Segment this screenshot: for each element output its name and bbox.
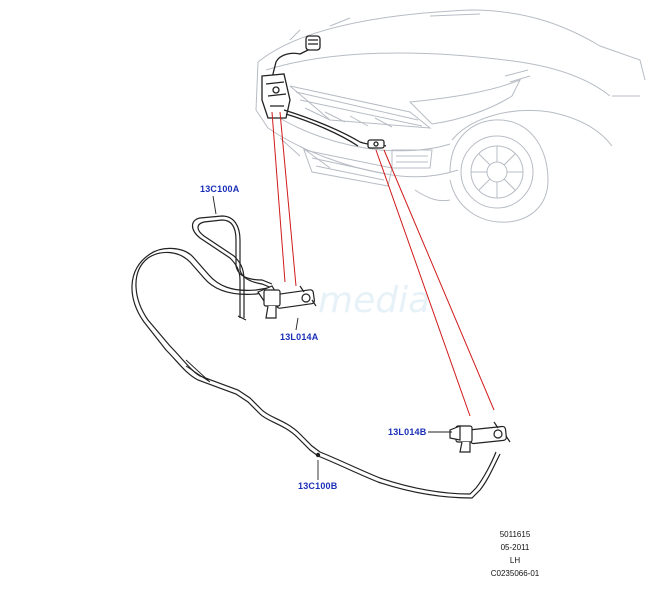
footer-line-1: 5011615 bbox=[499, 530, 531, 539]
footer-line-4: C0235066-01 bbox=[490, 569, 540, 578]
callout-ticks bbox=[212, 195, 452, 480]
callout-13C100B[interactable]: 13C100B bbox=[298, 481, 338, 491]
footer-line-2: 05-2011 bbox=[500, 543, 530, 552]
hose-13C100B bbox=[131, 247, 501, 499]
leader-lines bbox=[271, 111, 495, 417]
vehicle-washer-hardware bbox=[261, 35, 387, 149]
washer-jet-13L014A bbox=[257, 285, 317, 319]
watermark-text: media bbox=[318, 280, 430, 321]
drawing-reference-block: 5011615 05-2011 LH C0235066-01 bbox=[470, 528, 560, 580]
callout-13L014B[interactable]: 13L014B bbox=[388, 427, 427, 437]
callout-13L014A[interactable]: 13L014A bbox=[280, 332, 319, 342]
callout-13C100A[interactable]: 13C100A bbox=[200, 184, 240, 194]
hose-13C100A bbox=[191, 215, 273, 321]
footer-line-3: LH bbox=[509, 556, 521, 565]
washer-jet-13L014B bbox=[449, 421, 511, 453]
vehicle-outline bbox=[255, 9, 646, 223]
